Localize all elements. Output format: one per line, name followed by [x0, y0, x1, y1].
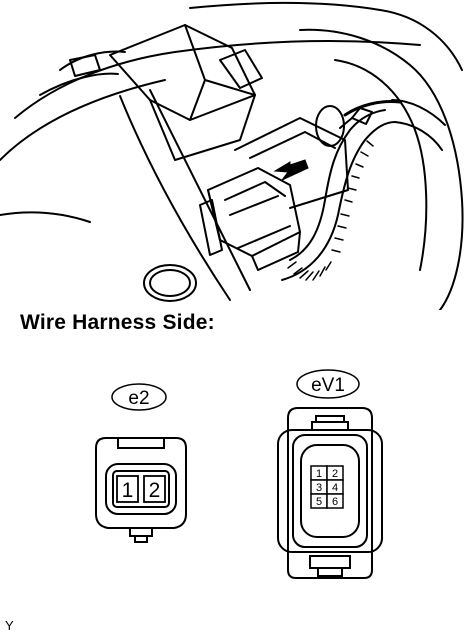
connector-faces: e2 1 2 eV1	[95, 369, 383, 579]
svg-text:eV1: eV1	[311, 375, 345, 396]
connector-label-e2: e2	[111, 383, 167, 411]
connector-e2	[95, 437, 187, 543]
footer-code: Y	[5, 618, 14, 633]
connector-ev1-pin-grid	[310, 465, 344, 509]
disconnect-arrow-icon	[273, 159, 309, 181]
connector-ev1	[277, 407, 383, 579]
connector-ev1-pin-6: 6	[332, 496, 338, 508]
connector-ev1-pin-3: 3	[316, 482, 322, 494]
svg-text:2: 2	[149, 479, 161, 502]
connector-e2-pin-1: 1	[116, 475, 139, 503]
svg-text:1: 1	[122, 479, 134, 502]
svg-text:e2: e2	[128, 388, 149, 409]
connector-ev1-pin-4: 4	[332, 482, 338, 494]
connector-location-illustration	[0, 2, 464, 310]
connector-ev1-pin-5: 5	[316, 496, 322, 508]
connector-e2-pin-2: 2	[143, 475, 166, 503]
connector-ev1-pin-1: 1	[316, 468, 322, 480]
connector-label-ev1: eV1	[296, 369, 360, 399]
section-title: Wire Harness Side:	[20, 311, 215, 334]
connector-ev1-pin-2: 2	[332, 468, 338, 480]
